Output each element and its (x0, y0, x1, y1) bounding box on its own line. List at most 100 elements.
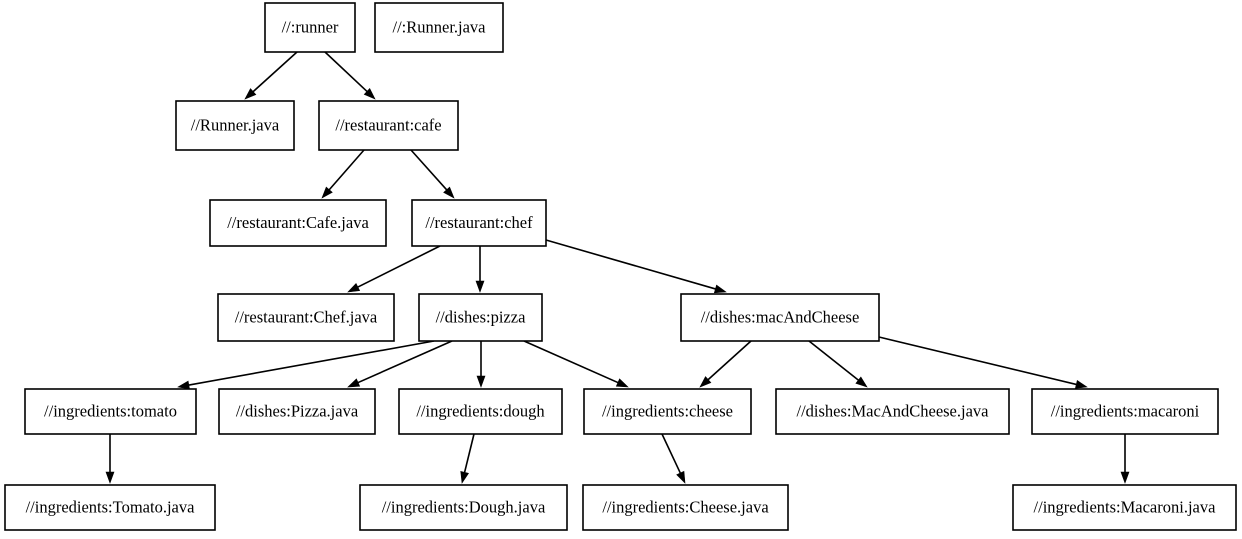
node-label: //dishes:MacAndCheese.java (797, 401, 990, 420)
graph-node-ing_tomato_java[interactable]: //ingredients:Tomato.java (4, 484, 216, 531)
graph-edge (177, 340, 435, 390)
graph-edge (475, 246, 485, 293)
node-box[interactable] (582, 484, 789, 531)
node-box[interactable] (24, 388, 197, 435)
graph-edge (523, 340, 629, 388)
node-box[interactable] (359, 484, 568, 531)
graph-node-runner[interactable]: //:runner (264, 2, 356, 53)
edge-arrowhead-icon (699, 376, 712, 388)
graph-node-restaurant_chef_java[interactable]: //restaurant:Chef.java (217, 293, 395, 342)
graph-edge (105, 434, 115, 484)
node-box[interactable] (411, 199, 547, 247)
node-box[interactable] (175, 100, 295, 151)
graph-node-dishes_pizza[interactable]: //dishes:pizza (418, 293, 543, 342)
node-label: //ingredients:tomato (44, 401, 177, 420)
graph-node-ing_cheese[interactable]: //ingredients:cheese (583, 388, 752, 435)
graph-edge (1120, 434, 1130, 484)
graph-edge (321, 149, 365, 199)
node-label: //:runner (282, 17, 339, 36)
node-label: //ingredients:Dough.java (382, 497, 546, 516)
node-label: //Runner.java (191, 115, 280, 134)
graph-node-restaurant_chef[interactable]: //restaurant:chef (411, 199, 547, 247)
edge-line (324, 51, 368, 93)
edge-arrowhead-icon (1120, 471, 1130, 484)
graph-node-ing_macaroni[interactable]: //ingredients:macaroni (1031, 388, 1219, 435)
node-box[interactable] (217, 293, 395, 342)
node-box[interactable] (775, 388, 1010, 435)
node-box[interactable] (4, 484, 216, 531)
node-label: //ingredients:Tomato.java (26, 497, 196, 516)
node-box[interactable] (1012, 484, 1237, 531)
node-label: //dishes:Pizza.java (236, 401, 359, 420)
graph-edge (460, 433, 475, 484)
edge-line (188, 340, 435, 386)
node-label: //restaurant:Chef.java (235, 307, 378, 326)
node-label: //ingredients:Macaroni.java (1034, 497, 1217, 516)
graph-edge (347, 340, 453, 388)
graph-edge (808, 340, 868, 388)
node-box[interactable] (318, 100, 459, 151)
graph-node-restaurant_cafe_java[interactable]: //restaurant:Cafe.java (209, 199, 387, 247)
edge-line (707, 340, 752, 381)
graph-node-ing_macaroni_java[interactable]: //ingredients:Macaroni.java (1012, 484, 1237, 531)
edge-line (328, 149, 365, 191)
graph-node-runner_java[interactable]: //Runner.java (175, 100, 295, 151)
edge-arrowhead-icon (855, 376, 868, 388)
graph-edge (347, 245, 441, 293)
edge-line (545, 239, 716, 290)
edge-arrowhead-icon (615, 378, 629, 388)
edge-line (410, 149, 448, 191)
node-label: //:Runner.java (392, 17, 486, 36)
node-box[interactable] (264, 2, 356, 53)
node-label: //restaurant:Cafe.java (227, 213, 369, 232)
edge-arrowhead-icon (476, 375, 486, 388)
node-label: //dishes:pizza (436, 307, 526, 326)
edge-arrowhead-icon (177, 380, 190, 390)
node-label: //restaurant:cafe (335, 115, 441, 134)
edge-line (357, 245, 441, 288)
edge-line (878, 336, 1077, 386)
graph-node-runner_java_root[interactable]: //:Runner.java (374, 2, 504, 53)
graph-node-dishes_pizza_java[interactable]: //dishes:Pizza.java (218, 388, 376, 435)
edge-arrowhead-icon (460, 470, 469, 484)
edge-arrowhead-icon (443, 186, 455, 199)
edge-line (357, 340, 453, 384)
graph-edge (410, 149, 455, 199)
graph-edge (661, 433, 686, 484)
edge-arrowhead-icon (347, 378, 361, 388)
edge-arrowhead-icon (347, 282, 361, 293)
graph-node-ing_dough[interactable]: //ingredients:dough (398, 388, 563, 435)
node-box[interactable] (218, 388, 376, 435)
node-box[interactable] (680, 293, 880, 342)
node-box[interactable] (374, 2, 504, 53)
graph-node-ing_tomato[interactable]: //ingredients:tomato (24, 388, 197, 435)
edge-line (463, 433, 475, 473)
graph-node-restaurant_cafe[interactable]: //restaurant:cafe (318, 100, 459, 151)
edge-arrowhead-icon (676, 470, 686, 484)
edge-arrowhead-icon (1074, 380, 1088, 389)
node-box[interactable] (418, 293, 543, 342)
graph-node-ing_dough_java[interactable]: //ingredients:Dough.java (359, 484, 568, 531)
node-box[interactable] (398, 388, 563, 435)
node-label: //dishes:macAndCheese (701, 307, 860, 326)
graph-node-ing_cheese_java[interactable]: //ingredients:Cheese.java (582, 484, 789, 531)
node-box[interactable] (583, 388, 752, 435)
node-label: //ingredients:cheese (602, 401, 733, 420)
node-label: //ingredients:Cheese.java (602, 497, 769, 516)
graph-node-dishes_mac_java[interactable]: //dishes:MacAndCheese.java (775, 388, 1010, 435)
node-layer: //:runner //:Runner.java //Runner.java //re… (4, 2, 1237, 531)
graph-edge (244, 51, 298, 100)
edge-arrowhead-icon (713, 284, 727, 294)
node-box[interactable] (209, 199, 387, 247)
edge-layer (105, 51, 1130, 484)
node-box[interactable] (1031, 388, 1219, 435)
graph-node-dishes_macandcheese[interactable]: //dishes:macAndCheese (680, 293, 880, 342)
graph-edge (324, 51, 376, 100)
edge-arrowhead-icon (105, 471, 115, 484)
node-label: //ingredients:dough (416, 401, 545, 420)
edge-line (252, 51, 298, 93)
graph-edge (476, 341, 486, 388)
node-label: //restaurant:chef (425, 213, 533, 232)
